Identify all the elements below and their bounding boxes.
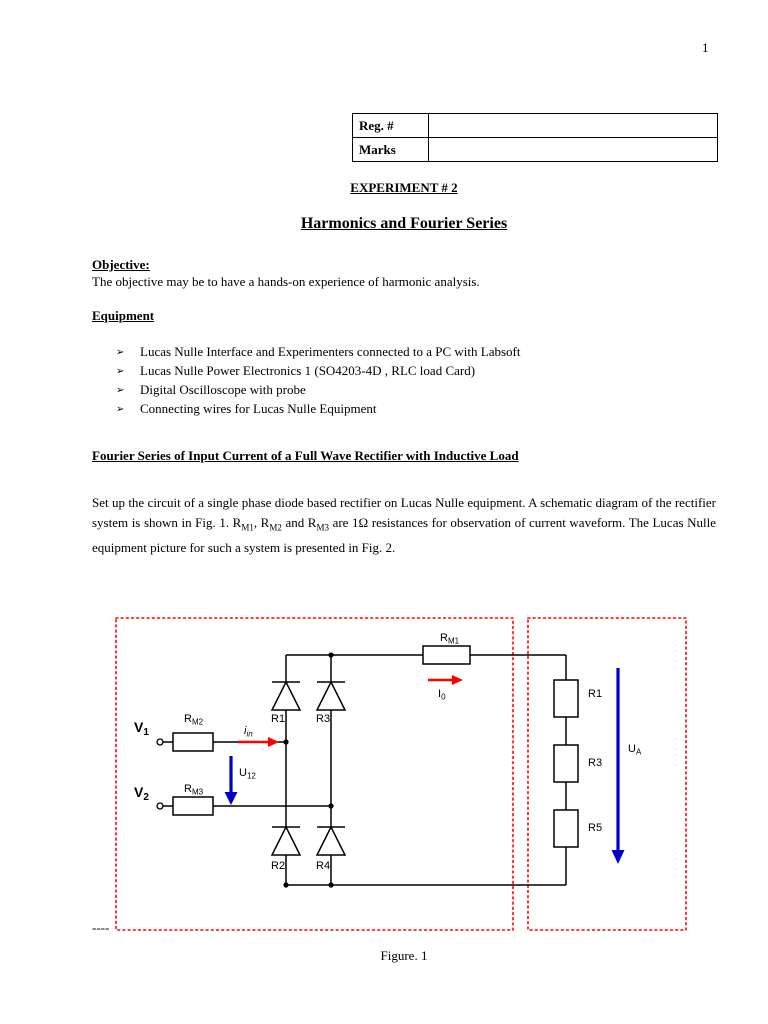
paragraph-text: Set up the circuit of a single phase dio… <box>92 495 716 530</box>
experiment-heading-text: EXPERIMENT # 2 <box>350 180 458 195</box>
label-load-r5: R5 <box>588 822 602 834</box>
circuit-wires <box>163 654 567 886</box>
marks-value-cell[interactable] <box>428 137 718 162</box>
section-heading: Fourier Series of Input Current of a Ful… <box>92 448 519 464</box>
label-rm2: RM2 <box>184 713 204 727</box>
paragraph-text: , R <box>253 514 270 530</box>
objective-heading: Objective: <box>92 257 150 273</box>
label-u12: U12 <box>239 767 256 781</box>
equipment-list: ➢ Lucas Nulle Interface and Experimenter… <box>116 343 716 419</box>
current-arrow-iin <box>238 737 279 747</box>
reg-value-cell[interactable] <box>428 113 718 138</box>
equipment-item-text: Connecting wires for Lucas Nulle Equipme… <box>140 401 377 416</box>
equipment-item-text: Lucas Nulle Power Electronics 1 (SO4203-… <box>140 363 476 378</box>
figure-caption: Figure. 1 <box>380 948 428 963</box>
resistor-rm3 <box>172 796 214 816</box>
objective-heading-text: Objective: <box>92 257 150 272</box>
page-title: Harmonics and Fourier Series <box>92 215 716 233</box>
marks-label: Marks <box>352 137 429 162</box>
current-arrow-i0 <box>428 675 463 685</box>
arrow-bullet-icon: ➢ <box>116 385 125 396</box>
label-iin: iin <box>244 725 253 739</box>
reg-label: Reg. # <box>352 113 429 138</box>
equipment-item-text: Lucas Nulle Interface and Experimenters … <box>140 344 521 359</box>
page-number: 1 <box>702 40 709 55</box>
label-ua: UA <box>628 743 642 757</box>
table-row: Marks <box>352 137 718 162</box>
setup-paragraph: Set up the circuit of a single phase dio… <box>92 493 716 557</box>
arrow-bullet-icon: ➢ <box>116 404 125 415</box>
dashes: ---- <box>92 920 110 935</box>
label-diode-r4: R4 <box>316 860 330 872</box>
label-load-r1: R1 <box>588 688 602 700</box>
load-resistor-r3 <box>553 744 579 783</box>
page-title-text: Harmonics and Fourier Series <box>300 215 508 232</box>
equipment-heading-text: Equipment <box>92 308 155 323</box>
label-v1: V1 <box>134 719 149 738</box>
arrow-bullet-icon: ➢ <box>116 347 125 358</box>
list-item: ➢ Connecting wires for Lucas Nulle Equip… <box>116 400 716 419</box>
subscript: M1 <box>241 522 254 533</box>
label-i0: I0 <box>438 688 446 702</box>
diode-bottom-right <box>315 825 347 856</box>
label-v2: V2 <box>134 784 149 803</box>
resistor-rm1 <box>422 645 471 665</box>
reg-marks-table: Reg. # Marks <box>352 113 718 162</box>
terminal-v2 <box>156 802 164 810</box>
label-load-r3: R3 <box>588 757 602 769</box>
resistor-rm2 <box>172 732 214 752</box>
list-item: ➢ Lucas Nulle Interface and Experimenter… <box>116 343 716 362</box>
subscript: M3 <box>316 522 329 533</box>
label-diode-r2: R2 <box>271 860 285 872</box>
paragraph-text: and R <box>281 514 317 530</box>
objective-text: The objective may be to have a hands-on … <box>92 274 480 289</box>
diode-bottom-left <box>270 825 302 856</box>
paragraph-text: are 1Ω resistances for observation of cu… <box>92 514 716 555</box>
list-item: ➢ Digital Oscilloscope with probe <box>116 381 716 400</box>
terminal-v1 <box>156 738 164 746</box>
circuit-diagram: V1 V2 RM2 RM3 RM1 iin I0 U12 UA R1 R3 R2… <box>115 617 687 931</box>
load-resistor-r1 <box>553 679 579 718</box>
junction-dots <box>283 652 334 888</box>
load-resistor-r5 <box>553 809 579 848</box>
left-dotted-box <box>115 617 514 931</box>
subscript: M2 <box>269 522 282 533</box>
equipment-heading: Equipment <box>92 308 154 324</box>
label-rm1: RM1 <box>440 632 460 646</box>
voltage-arrow-ua <box>611 668 625 864</box>
label-diode-r1: R1 <box>271 713 285 725</box>
arrow-bullet-icon: ➢ <box>116 366 125 377</box>
voltage-arrow-u12 <box>224 756 238 805</box>
list-item: ➢ Lucas Nulle Power Electronics 1 (SO420… <box>116 362 716 381</box>
table-row: Reg. # <box>352 113 718 138</box>
equipment-item-text: Digital Oscilloscope with probe <box>140 382 306 397</box>
label-rm3: RM3 <box>184 783 204 797</box>
diode-top-left <box>270 680 302 711</box>
section-heading-text: Fourier Series of Input Current of a Ful… <box>92 448 519 463</box>
right-dotted-box <box>527 617 687 931</box>
diode-top-right <box>315 680 347 711</box>
label-diode-r3: R3 <box>316 713 330 725</box>
experiment-heading: EXPERIMENT # 2 <box>92 180 716 196</box>
